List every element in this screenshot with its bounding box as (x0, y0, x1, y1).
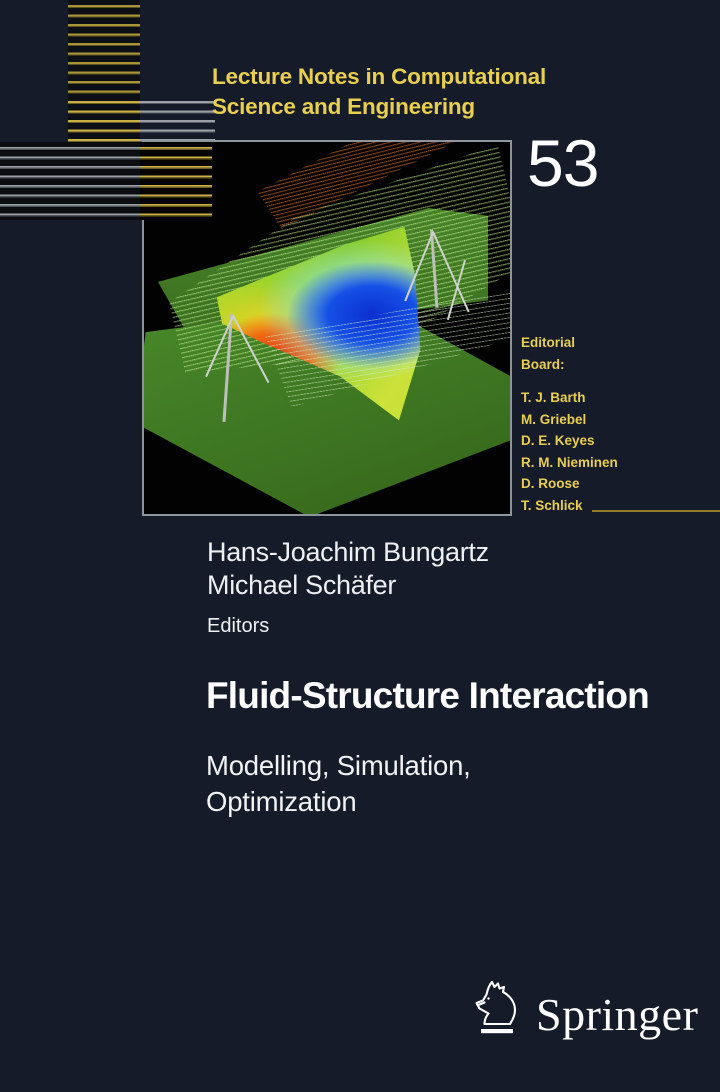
springer-knight-icon (475, 980, 517, 1034)
cover-artwork-frame (142, 140, 512, 516)
editorial-board-rule (592, 510, 720, 512)
decorative-stripes-lower-left-gray (0, 142, 140, 220)
editorial-board-member: T. J. Barth (521, 390, 586, 405)
editorial-board: Editorial Board: T. J. Barth M. Griebel … (521, 332, 618, 516)
editors-block: Hans-Joachim Bungartz Michael Schäfer Ed… (207, 536, 489, 638)
editor-name: Hans-Joachim Bungartz (207, 537, 489, 567)
book-subtitle-line-1: Modelling, Simulation, (206, 750, 471, 781)
editorial-board-heading-line-1: Editorial (521, 335, 576, 350)
editorial-board-member: D. Roose (521, 476, 580, 491)
series-title-line-1: Lecture Notes in Computational (212, 64, 547, 89)
editors-role-label: Editors (207, 615, 270, 637)
editorial-board-member: D. E. Keyes (521, 433, 595, 448)
book-subtitle: Modelling, Simulation, Optimization (206, 748, 471, 820)
decorative-stripes-mid-left-yellow (68, 96, 140, 142)
editorial-board-member: T. Schlick (521, 497, 583, 513)
book-title: Fluid-Structure Interaction (206, 675, 650, 716)
series-title: Lecture Notes in Computational Science a… (212, 62, 547, 122)
editorial-board-spacer (521, 375, 618, 387)
series-title-line-2: Science and Engineering (212, 94, 475, 119)
editor-name: Michael Schäfer (207, 570, 397, 600)
publisher-name: Springer (536, 989, 699, 1040)
decorative-stripes-lower-yellow (140, 142, 212, 220)
cover-artwork (144, 142, 510, 514)
editorial-board-heading-line-2: Board: (521, 356, 565, 372)
volume-number: 53 (527, 126, 599, 200)
publisher-logo: Springer (470, 978, 698, 1040)
editorial-board-member: M. Griebel (521, 411, 587, 427)
decorative-stripes-mid-right-gray (140, 96, 215, 142)
book-subtitle-line-2: Optimization (206, 786, 357, 817)
editorial-board-member: R. M. Nieminen (521, 454, 618, 470)
